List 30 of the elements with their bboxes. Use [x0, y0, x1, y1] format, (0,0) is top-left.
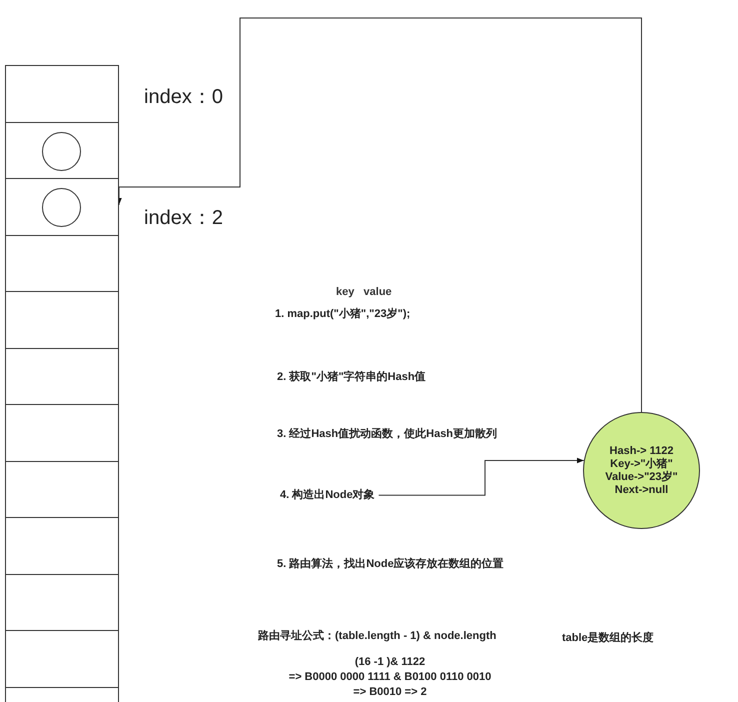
note-text: 2. 获取"小猪"字符串的Hash值: [277, 370, 426, 385]
node-field: Key->"小猪": [610, 458, 673, 470]
array-cell: [5, 404, 119, 461]
array-cell: [5, 65, 119, 122]
array-cell: [5, 630, 119, 687]
note-text: (16 -1 )& 1122: [354, 655, 426, 670]
index-label: index：2: [144, 206, 223, 231]
note-text: key value: [336, 285, 392, 300]
array-cell: [5, 574, 119, 630]
note-text: 5. 路由算法，找出Node应该存放在数组的位置: [277, 556, 504, 572]
index-label: index：0: [144, 85, 223, 110]
note-text: => B0010 => 2: [352, 685, 428, 700]
array-cell: [5, 178, 119, 235]
note-text: 3. 经过Hash值扰动函数，使此Hash更加散列: [277, 426, 498, 442]
array-cell: [5, 122, 119, 178]
step-text: 4. 构造出Node对象: [280, 487, 375, 504]
arrow: [378, 458, 584, 496]
node-field: Next->null: [614, 484, 668, 496]
array-cell: [5, 291, 119, 348]
note-text: => B0000 0000 1111 & B0100 0110 0010: [288, 670, 492, 685]
note-text: 1. map.put("小猪","23岁");: [275, 306, 410, 322]
note-text: table是数组的长度: [562, 630, 654, 646]
array-cell: [5, 348, 119, 404]
array-cell: [5, 460, 119, 518]
node-field: Hash-> 1122: [610, 444, 674, 458]
note-text: 路由寻址公式：(table.length - 1) & node.length: [258, 628, 496, 644]
node-field: Value->"23岁": [605, 470, 678, 484]
array-cell: [5, 517, 119, 574]
array-cell: [5, 234, 119, 292]
array-cell: [5, 686, 119, 702]
